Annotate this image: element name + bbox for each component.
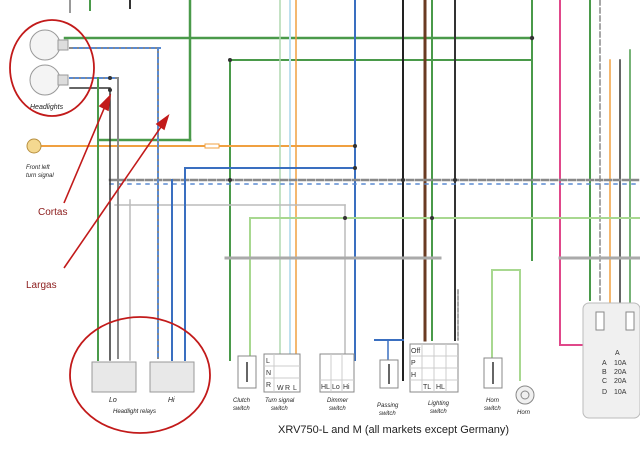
dimmer-switch-label-1: Dimmer — [327, 398, 349, 404]
svg-text:20A: 20A — [614, 369, 627, 376]
horn: Horn — [515, 385, 535, 416]
relay-hi — [149, 361, 195, 393]
horn-switch: Horn switch — [483, 357, 503, 412]
passing-switch-label-2: switch — [379, 411, 396, 417]
horn-icon — [515, 385, 535, 405]
headlights-label: Headlights — [30, 104, 64, 111]
relays-annotation-circle — [69, 316, 211, 434]
svg-text:TL: TL — [423, 384, 431, 391]
svg-text:C: C — [602, 378, 607, 385]
svg-text:Lo: Lo — [332, 384, 340, 391]
svg-text:D: D — [602, 389, 607, 396]
headlight-bulb-upper — [29, 29, 61, 61]
lighting-switch: Off P H TL HL Lighting switch — [409, 343, 459, 415]
svg-text:HL: HL — [436, 384, 445, 391]
svg-text:Hi: Hi — [343, 384, 350, 391]
headlight-bulb-lower — [29, 64, 61, 96]
svg-text:H: H — [411, 372, 416, 379]
svg-text:R: R — [285, 385, 290, 392]
passing-switch-label-1: Passing — [377, 403, 399, 409]
svg-text:Off: Off — [411, 348, 420, 355]
passing-switch: Passing switch — [377, 359, 399, 417]
relay-lo-label: Lo — [109, 397, 117, 404]
horn-switch-label-2: switch — [484, 406, 501, 412]
junction-dots — [108, 35, 535, 220]
svg-text:P: P — [411, 360, 416, 367]
lighting-switch-label-1: Lighting — [428, 401, 450, 407]
diagram-title: XRV750-L and M (all markets except Germa… — [278, 424, 509, 436]
turn-signal-label-2: turn signal — [26, 173, 54, 179]
svg-text:N: N — [266, 370, 271, 377]
headlights: Headlights — [9, 19, 95, 117]
front-left-turn-signal: Front left turn signal — [26, 138, 220, 179]
lighting-switch-label-2: switch — [430, 409, 447, 415]
wires — [37, 0, 640, 381]
headlight-relays-label: Headlight relays — [113, 409, 156, 415]
svg-text:R: R — [266, 382, 271, 389]
turn-signal-switch-label-1: Turn signal — [265, 398, 295, 404]
turn-signal-label-1: Front left — [26, 165, 50, 171]
dimmer-switch-label-2: switch — [329, 406, 346, 412]
svg-text:20A: 20A — [614, 378, 627, 385]
turn-signal-switch: L N R W R L Turn signal switch — [263, 353, 301, 412]
fuse-box: A A 10A B 20A C 20A D 10A — [582, 302, 640, 419]
headlight-relays: Lo Hi Headlight relays — [69, 316, 211, 434]
clutch-switch: Clutch switch — [233, 355, 257, 412]
horn-label: Horn — [517, 410, 531, 416]
svg-text:L: L — [293, 385, 297, 392]
svg-text:A: A — [602, 360, 607, 367]
dimmer-switch: HL Lo Hi Dimmer switch — [319, 353, 355, 412]
clutch-label-2: switch — [233, 406, 250, 412]
annotation-cortas: Cortas — [38, 207, 67, 218]
headlights-annotation-circle — [9, 19, 95, 117]
relay-lo — [91, 361, 137, 393]
svg-text:B: B — [602, 369, 607, 376]
horn-switch-label-1: Horn — [486, 398, 500, 404]
svg-text:L: L — [266, 358, 270, 365]
svg-text:W: W — [277, 385, 284, 392]
clutch-label-1: Clutch — [233, 398, 251, 404]
svg-text:10A: 10A — [614, 360, 627, 367]
svg-text:HL: HL — [321, 384, 330, 391]
annotation-arrows — [63, 93, 170, 269]
fuse-box-header: A — [615, 350, 620, 357]
annotation-largas: Largas — [26, 280, 57, 291]
relay-hi-label: Hi — [168, 397, 175, 404]
turn-signal-switch-label-2: switch — [271, 406, 288, 412]
svg-text:10A: 10A — [614, 389, 627, 396]
